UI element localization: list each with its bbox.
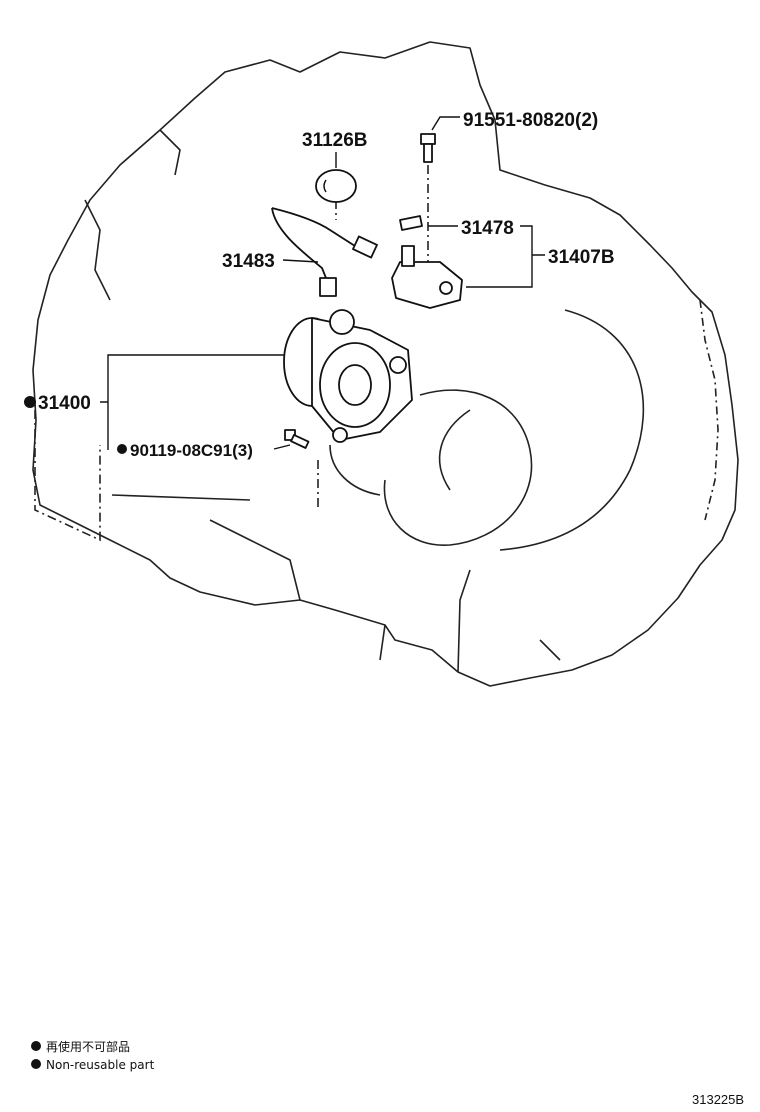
part-31483-pipe bbox=[271, 207, 378, 297]
part-91551-bolt bbox=[420, 133, 436, 163]
part-31400-release-cylinder bbox=[283, 309, 413, 443]
part-31478-bleeder bbox=[399, 215, 423, 231]
legend-dot-en bbox=[31, 1059, 41, 1069]
leader-31483 bbox=[282, 259, 319, 263]
non-reusable-dot-90119 bbox=[117, 444, 127, 454]
label-31407b: 31407B bbox=[548, 247, 615, 268]
legend: 再使用不可部品 Non-reusable part bbox=[31, 1039, 155, 1072]
part-90119-bolt bbox=[284, 429, 310, 449]
legend-dot-jp bbox=[31, 1041, 41, 1051]
leader-91551 bbox=[431, 116, 460, 131]
legend-text-en: Non-reusable part bbox=[46, 1058, 155, 1072]
label-31126b: 31126B bbox=[302, 130, 368, 151]
part-31126b-cover bbox=[315, 169, 357, 203]
bracket-31400 bbox=[34, 410, 101, 542]
part-31407b-fitting bbox=[391, 245, 463, 309]
leader-31400 bbox=[100, 354, 284, 450]
label-91551-80820: 91551-80820(2) bbox=[463, 110, 598, 131]
non-reusable-dot-31400 bbox=[24, 396, 36, 408]
label-31483: 31483 bbox=[222, 251, 275, 272]
label-90119-08c91: 90119-08C91(3) bbox=[130, 441, 253, 460]
bracket-31407b bbox=[466, 225, 545, 288]
figure-id: 313225B bbox=[692, 1092, 744, 1107]
label-31400: 31400 bbox=[38, 393, 91, 414]
leader-90119 bbox=[273, 444, 291, 450]
legend-text-jp: 再使用不可部品 bbox=[46, 1039, 130, 1054]
label-31478: 31478 bbox=[461, 218, 514, 239]
